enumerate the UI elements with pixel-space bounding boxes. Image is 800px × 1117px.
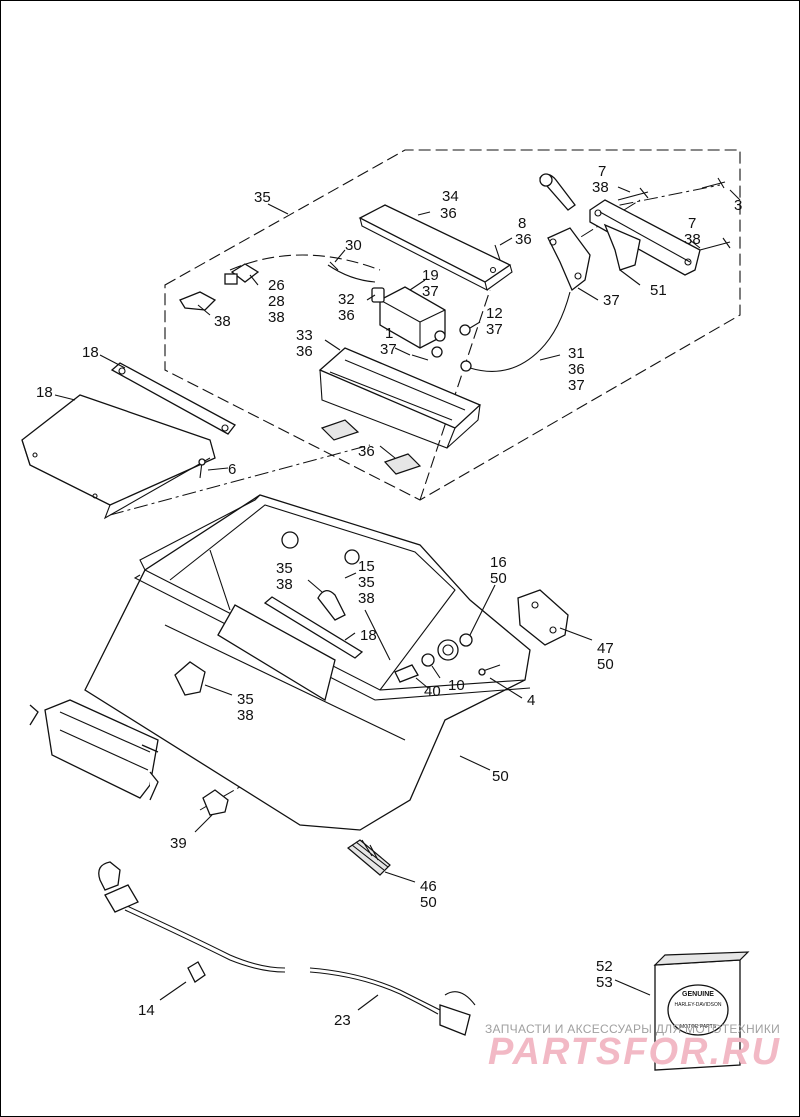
callout-10: 10	[448, 677, 465, 694]
callout-37: 37	[486, 321, 503, 338]
badge-line1: GENUINE	[682, 991, 714, 998]
callout-39: 39	[170, 835, 187, 852]
part-clip	[202, 789, 229, 816]
callout-50: 50	[490, 570, 507, 587]
badge-line3: MOTOR PARTS	[680, 1024, 717, 1030]
callout-36: 36	[358, 443, 375, 460]
callout-18: 18	[36, 384, 53, 401]
callout-50: 50	[492, 768, 509, 785]
callout-18: 18	[360, 627, 377, 644]
part-wire-lead	[327, 264, 376, 283]
callout-38: 38	[214, 313, 231, 330]
callout-50: 50	[420, 894, 437, 911]
part-cable-clip	[187, 961, 206, 983]
callout-36: 36	[440, 205, 457, 222]
callout-14: 14	[138, 1002, 155, 1019]
callout-35: 35	[254, 189, 271, 206]
callout-33: 33	[296, 327, 313, 344]
callout-32: 32	[338, 291, 355, 308]
leader-lines	[54, 186, 741, 1011]
callout-36: 36	[338, 307, 355, 324]
callout-30: 30	[345, 237, 362, 254]
callout-38: 38	[592, 179, 609, 196]
callout-19: 19	[422, 267, 439, 284]
part-latch-actuator	[371, 286, 446, 349]
callout-38: 38	[684, 231, 701, 248]
callout-52: 52	[596, 958, 613, 975]
callout-35: 35	[276, 560, 293, 577]
callout-36: 36	[515, 231, 532, 248]
callout-38: 38	[358, 590, 375, 607]
callout-38: 38	[276, 576, 293, 593]
part-mounting-plate	[217, 604, 336, 702]
part-adhesive-pad	[320, 419, 360, 441]
subassembly-boundary	[164, 149, 741, 501]
part-small-bracket	[179, 291, 217, 311]
callout-15: 15	[358, 558, 375, 575]
callout-37: 37	[422, 283, 439, 300]
part-washer	[459, 324, 471, 336]
part-hinge-latch	[589, 199, 701, 276]
callout-26: 26	[268, 277, 285, 294]
part-storage-tray	[318, 347, 482, 449]
callout-34: 34	[442, 188, 459, 205]
part-liner	[21, 394, 216, 520]
callout-38: 38	[268, 309, 285, 326]
part-screw	[494, 244, 501, 261]
part-connector	[224, 263, 260, 285]
callout-50: 50	[597, 656, 614, 673]
badge-line2: HARLEY-DAVIDSON	[675, 1002, 722, 1008]
callout-35: 35	[237, 691, 254, 708]
callout-40: 40	[424, 683, 441, 700]
callout-36: 36	[296, 343, 313, 360]
part-lock-mechanism	[29, 699, 159, 801]
callout-6: 6	[228, 461, 236, 478]
callout-36: 36	[568, 361, 585, 378]
part-hinge-lever	[317, 590, 346, 621]
callout-23: 23	[334, 1012, 351, 1029]
part-post	[174, 661, 206, 696]
callout-53: 53	[596, 974, 613, 991]
part-screw	[617, 187, 649, 201]
callout-12: 12	[486, 305, 503, 322]
callout-35: 35	[358, 574, 375, 591]
callout-18: 18	[82, 344, 99, 361]
callout-38: 38	[237, 707, 254, 724]
part-washer	[459, 633, 473, 647]
part-spring-grommet	[347, 839, 391, 876]
part-adhesive-pad	[383, 453, 422, 475]
part-inner-rail	[263, 596, 364, 659]
callout-47: 47	[597, 640, 614, 657]
callout-7: 7	[598, 163, 606, 180]
callout-31: 31	[568, 345, 585, 362]
watermark-caption: ЗАПЧАСТИ И АКСЕССУАРЫ ДЛЯ МОТОТЕХНИКИ	[485, 1022, 781, 1036]
genuine-parts-box	[653, 951, 750, 1071]
callout-37: 37	[603, 292, 620, 309]
part-latch-cover-plate	[358, 204, 513, 292]
callout-37: 37	[380, 341, 397, 358]
callout-46: 46	[420, 878, 437, 895]
part-screw	[699, 237, 731, 251]
part-strip	[110, 362, 236, 435]
callout-8: 8	[518, 215, 526, 232]
callout-1: 1	[385, 325, 393, 342]
callout-7: 7	[688, 215, 696, 232]
part-screw	[701, 177, 726, 189]
part-mount-bracket	[517, 589, 569, 646]
callout-3: 3	[734, 197, 742, 214]
part-screw	[394, 664, 419, 683]
watermark-logo: PARTSFOR.RU	[488, 1031, 781, 1073]
callout-51: 51	[650, 282, 667, 299]
part-release-cable	[469, 291, 571, 372]
callout-37: 37	[568, 377, 585, 394]
callout-4: 4	[527, 692, 535, 709]
callout-28: 28	[268, 293, 285, 310]
part-grommet	[437, 639, 459, 661]
part-latch-bracket	[547, 227, 591, 292]
part-wiring-harness	[98, 861, 476, 1036]
part-washer	[421, 653, 435, 667]
callout-16: 16	[490, 554, 507, 571]
